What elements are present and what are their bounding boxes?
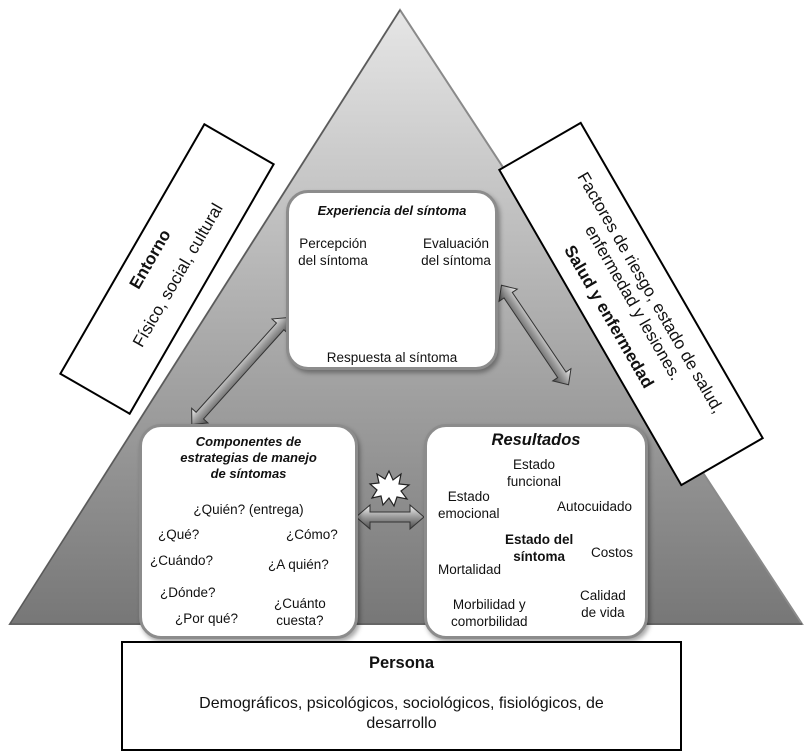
outcome-costs: Costos — [591, 545, 634, 560]
starburst-icon — [368, 469, 411, 508]
person-title: Persona — [368, 654, 435, 672]
outcomes-title: Resultados — [491, 431, 581, 449]
item-why: ¿Por qué? — [175, 611, 239, 626]
person-panel: Persona Demográficos, psicológicos, soci… — [121, 641, 682, 751]
outcome-selfcare: Autocuidado — [557, 499, 633, 514]
response-label: Respuesta al síntoma — [326, 350, 458, 365]
item-when: ¿Cuándo? — [150, 553, 214, 568]
item-how: ¿Cómo? — [286, 527, 338, 542]
item-what: ¿Qué? — [158, 527, 200, 542]
person-line2: desarrollo — [366, 715, 437, 732]
item-who: ¿Quién? (entrega) — [193, 502, 304, 517]
item-where: ¿Dónde? — [160, 585, 216, 600]
double-arrow-right — [498, 284, 572, 386]
item-to-whom: ¿A quién? — [268, 557, 329, 572]
outcome-mortality: Mortalidad — [438, 562, 502, 577]
experience-title: Experiencia del síntoma — [317, 203, 467, 218]
person-line1: Demográficos, psicológicos, sociológicos… — [199, 695, 604, 712]
